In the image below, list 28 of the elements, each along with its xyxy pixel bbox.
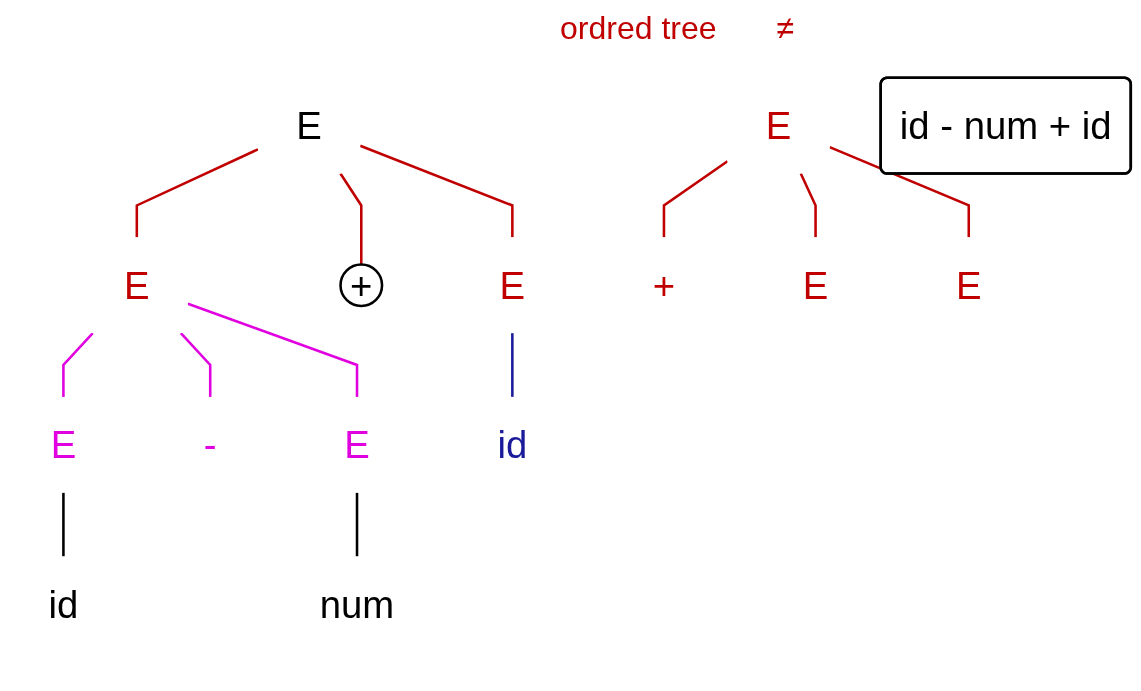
node-text: num [319,583,395,626]
node-text: E [499,264,526,307]
node-text: E [955,264,982,307]
connector [359,144,514,238]
note-text: ≠ [776,10,795,47]
node-text: E [802,264,829,307]
connector [179,332,212,397]
node-text: id [48,583,79,626]
connector [511,333,514,397]
node-text: + [652,264,676,307]
connector [62,492,65,557]
connector [829,145,971,238]
node-text: E [296,104,322,147]
connector [339,172,363,265]
node-text: E [50,423,77,466]
connector [135,148,259,238]
note-text: ordred tree [560,10,717,47]
connector [355,492,359,557]
node-text: id [497,423,528,466]
connector [187,302,359,397]
node-text: E [124,264,150,307]
node-text: E [344,423,370,466]
connector [799,173,817,238]
node-text: E [765,104,792,147]
connector [662,160,729,238]
node-text: - [203,423,217,466]
connector [62,332,94,397]
node-circle: + [339,263,384,308]
